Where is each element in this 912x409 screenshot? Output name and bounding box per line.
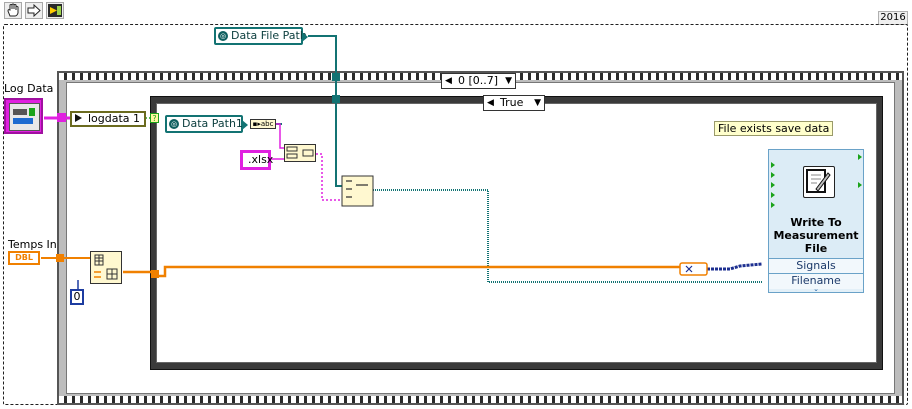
tunnel-terminal <box>332 95 340 103</box>
data-path1-constant[interactable]: ◎ Data Path1 <box>165 115 248 133</box>
dynamic-data-wire[interactable] <box>707 262 763 271</box>
path-to-string-icon: ▪▸abc <box>252 120 274 128</box>
chevron-down-icon[interactable]: ▼ <box>534 98 541 108</box>
tunnel-terminal <box>57 113 66 122</box>
input-terminal-icon <box>771 162 775 168</box>
output-terminal-icon <box>242 120 248 130</box>
case-structure-interior <box>156 103 877 363</box>
globe-icon: ◎ <box>218 31 228 41</box>
output-terminal-icon <box>858 154 862 160</box>
path-to-string-node[interactable]: ▪▸abc <box>250 119 276 129</box>
hand-icon[interactable] <box>4 2 22 19</box>
temps-in-control[interactable]: DBL <box>8 251 40 265</box>
express-vi-title: Write To Measurement File <box>773 216 859 255</box>
xlsx-string-constant[interactable]: .xlsx <box>240 150 274 170</box>
pencil-file-icon <box>803 166 835 198</box>
concatenate-strings-node[interactable] <box>284 144 316 162</box>
arrow-icon[interactable] <box>25 2 43 19</box>
zero-value: 0 <box>73 290 81 303</box>
tunnel-terminal <box>151 270 159 278</box>
chevron-down-icon[interactable]: ▼ <box>505 76 512 86</box>
sequence-selector-label: 0 [0..7] <box>458 74 499 87</box>
case-selector-terminal[interactable]: ? <box>150 113 159 123</box>
output-terminal-icon <box>302 32 308 42</box>
output-terminal-icon <box>858 182 862 188</box>
globe-icon: ◎ <box>169 119 179 129</box>
cluster-icon <box>9 103 40 131</box>
xlsx-label: .xlsx <box>248 153 274 166</box>
filename-terminal[interactable]: Filename <box>769 273 863 289</box>
case-selector[interactable]: ◀ True ▼ <box>483 95 545 111</box>
unbundle-element-label: logdata 1 <box>88 112 141 125</box>
data-path1-label: Data Path1 <box>182 117 243 130</box>
comment-note: File exists save data <box>714 121 834 136</box>
data-file-path-constant[interactable]: ◎ Data File Path <box>214 27 308 45</box>
path-wire[interactable] <box>308 35 343 187</box>
log-data-label: Log Data <box>4 82 54 95</box>
sequence-selector[interactable]: ◀ 0 [0..7] ▼ <box>441 73 516 89</box>
write-to-measurement-file-vi[interactable]: Write To Measurement File Signals Filena… <box>768 149 864 293</box>
unbundle-by-name-node[interactable]: logdata 1 <box>70 111 146 127</box>
input-terminal-icon <box>771 192 775 198</box>
string-wire[interactable] <box>276 123 285 149</box>
convert-to-dynamic-node[interactable] <box>679 262 708 276</box>
temps-in-label: Temps In <box>8 238 57 251</box>
signals-terminal[interactable]: Signals <box>769 258 863 274</box>
case-selector-label: True <box>500 96 524 109</box>
decrement-arrow-icon[interactable]: ◀ <box>487 98 494 108</box>
case-structure[interactable] <box>150 96 883 370</box>
input-terminal-icon <box>771 202 775 208</box>
input-terminal-icon <box>771 182 775 188</box>
tunnel-terminal <box>56 254 64 262</box>
play-icon <box>75 114 82 122</box>
tunnel-terminal <box>332 73 340 81</box>
zero-constant[interactable]: 0 <box>70 289 84 305</box>
temps-in-type: DBL <box>15 253 33 262</box>
build-array-node[interactable] <box>90 251 122 284</box>
decrement-arrow-icon[interactable]: ◀ <box>445 76 452 86</box>
log-data-control[interactable] <box>4 98 43 134</box>
string-wire[interactable] <box>316 153 343 201</box>
array-wire[interactable] <box>123 265 680 278</box>
input-terminal-icon <box>771 172 775 178</box>
filename-wire[interactable] <box>373 189 762 283</box>
chevron-down-icon[interactable]: ⌄ <box>813 285 819 293</box>
data-file-path-label: Data File Path <box>231 29 307 42</box>
run-icon[interactable] <box>46 2 64 19</box>
